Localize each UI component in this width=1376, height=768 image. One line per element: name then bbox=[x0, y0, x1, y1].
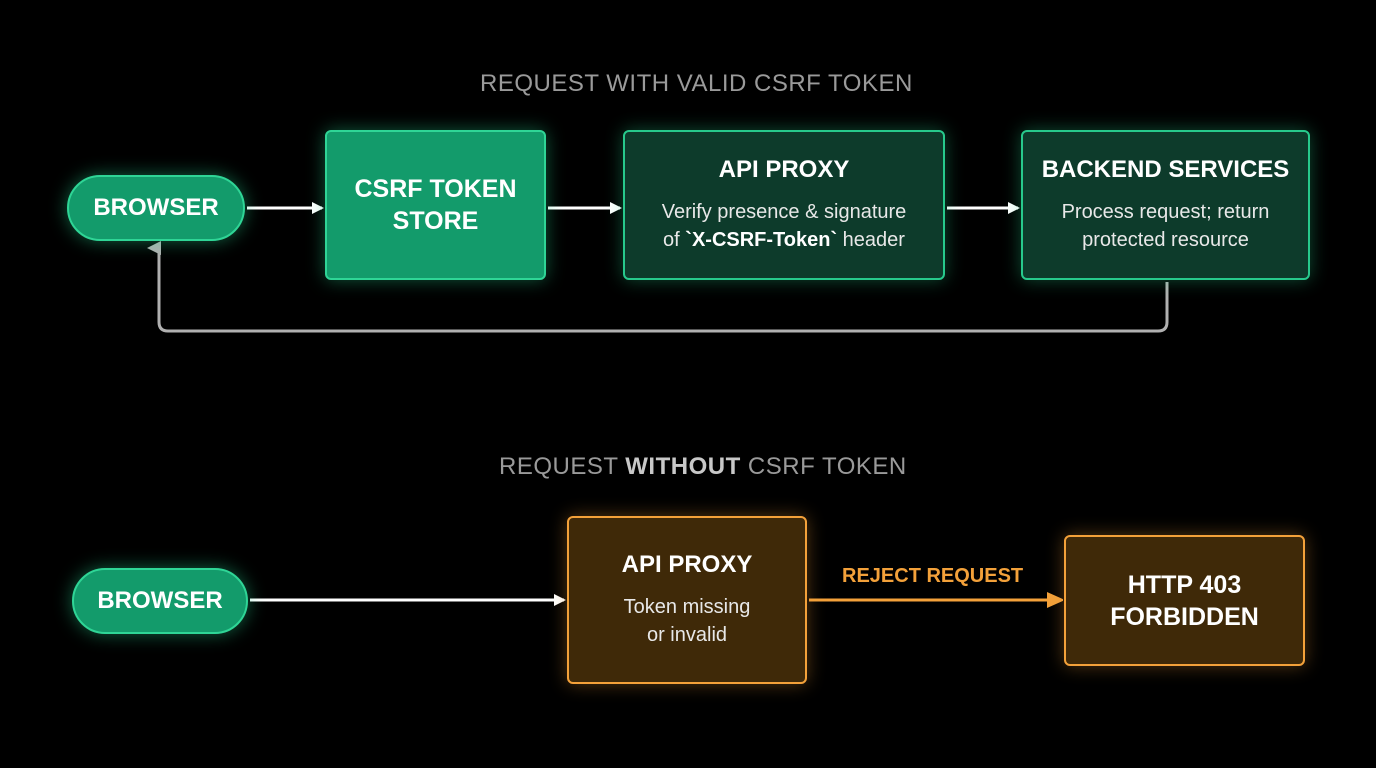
api-proxy-desc-line1: Verify presence & signature bbox=[661, 201, 907, 223]
section-title-invalid: REQUEST WITHOUT CSRF TOKEN bbox=[499, 453, 907, 481]
api-proxy-invalid-line2: or invalid bbox=[646, 624, 728, 646]
browser-node: BROWSER bbox=[67, 175, 245, 241]
http-403-forbidden-node: HTTP 403 FORBIDDEN bbox=[1064, 535, 1305, 666]
backend-desc-line1: Process request; return bbox=[1061, 201, 1270, 223]
backend-title: BACKEND SERVICES bbox=[1041, 156, 1290, 183]
reject-request-label: REJECT REQUEST bbox=[842, 565, 1024, 587]
arrow-backend-return-to-browser bbox=[147, 241, 1169, 333]
browser-label-invalid: BROWSER bbox=[97, 587, 223, 614]
csrf-store-line2: STORE bbox=[392, 207, 479, 235]
title-emphasis: WITHOUT bbox=[625, 453, 741, 480]
api-proxy-node-invalid: API PROXY Token missing or invalid bbox=[567, 516, 807, 684]
api-proxy-invalid-line1: Token missing bbox=[623, 596, 751, 618]
api-proxy-desc-line2: of `X-CSRF-Token` header bbox=[662, 226, 907, 254]
backend-services-node: BACKEND SERVICES Process request; return… bbox=[1021, 130, 1310, 280]
csrf-token-store-node: CSRF TOKEN STORE bbox=[325, 130, 546, 280]
browser-label: BROWSER bbox=[93, 194, 219, 221]
api-proxy-title: API PROXY bbox=[718, 156, 850, 183]
backend-description: Process request; return protected resour… bbox=[1062, 198, 1270, 254]
browser-node-invalid: BROWSER bbox=[72, 568, 248, 634]
api-proxy-title-invalid: API PROXY bbox=[621, 551, 753, 578]
api-proxy-description-invalid: Token missing or invalid bbox=[624, 593, 751, 649]
api-proxy-desc-prefix: of bbox=[663, 229, 686, 251]
section-title-valid: REQUEST WITH VALID CSRF TOKEN bbox=[480, 70, 913, 97]
csrf-store-line1: CSRF TOKEN bbox=[354, 175, 517, 203]
title-suffix: CSRF TOKEN bbox=[740, 453, 907, 480]
forbidden-line2: FORBIDDEN bbox=[1110, 602, 1259, 631]
title-prefix: REQUEST bbox=[499, 453, 626, 480]
api-proxy-node: API PROXY Verify presence & signature of… bbox=[623, 130, 945, 280]
backend-desc-line2: protected resource bbox=[1082, 229, 1249, 251]
forbidden-line1: HTTP 403 bbox=[1127, 570, 1242, 599]
api-proxy-desc-suffix: header bbox=[837, 229, 905, 251]
csrf-header-name: `X-CSRF-Token` bbox=[685, 229, 838, 251]
api-proxy-description: Verify presence & signature of `X-CSRF-T… bbox=[662, 198, 907, 254]
